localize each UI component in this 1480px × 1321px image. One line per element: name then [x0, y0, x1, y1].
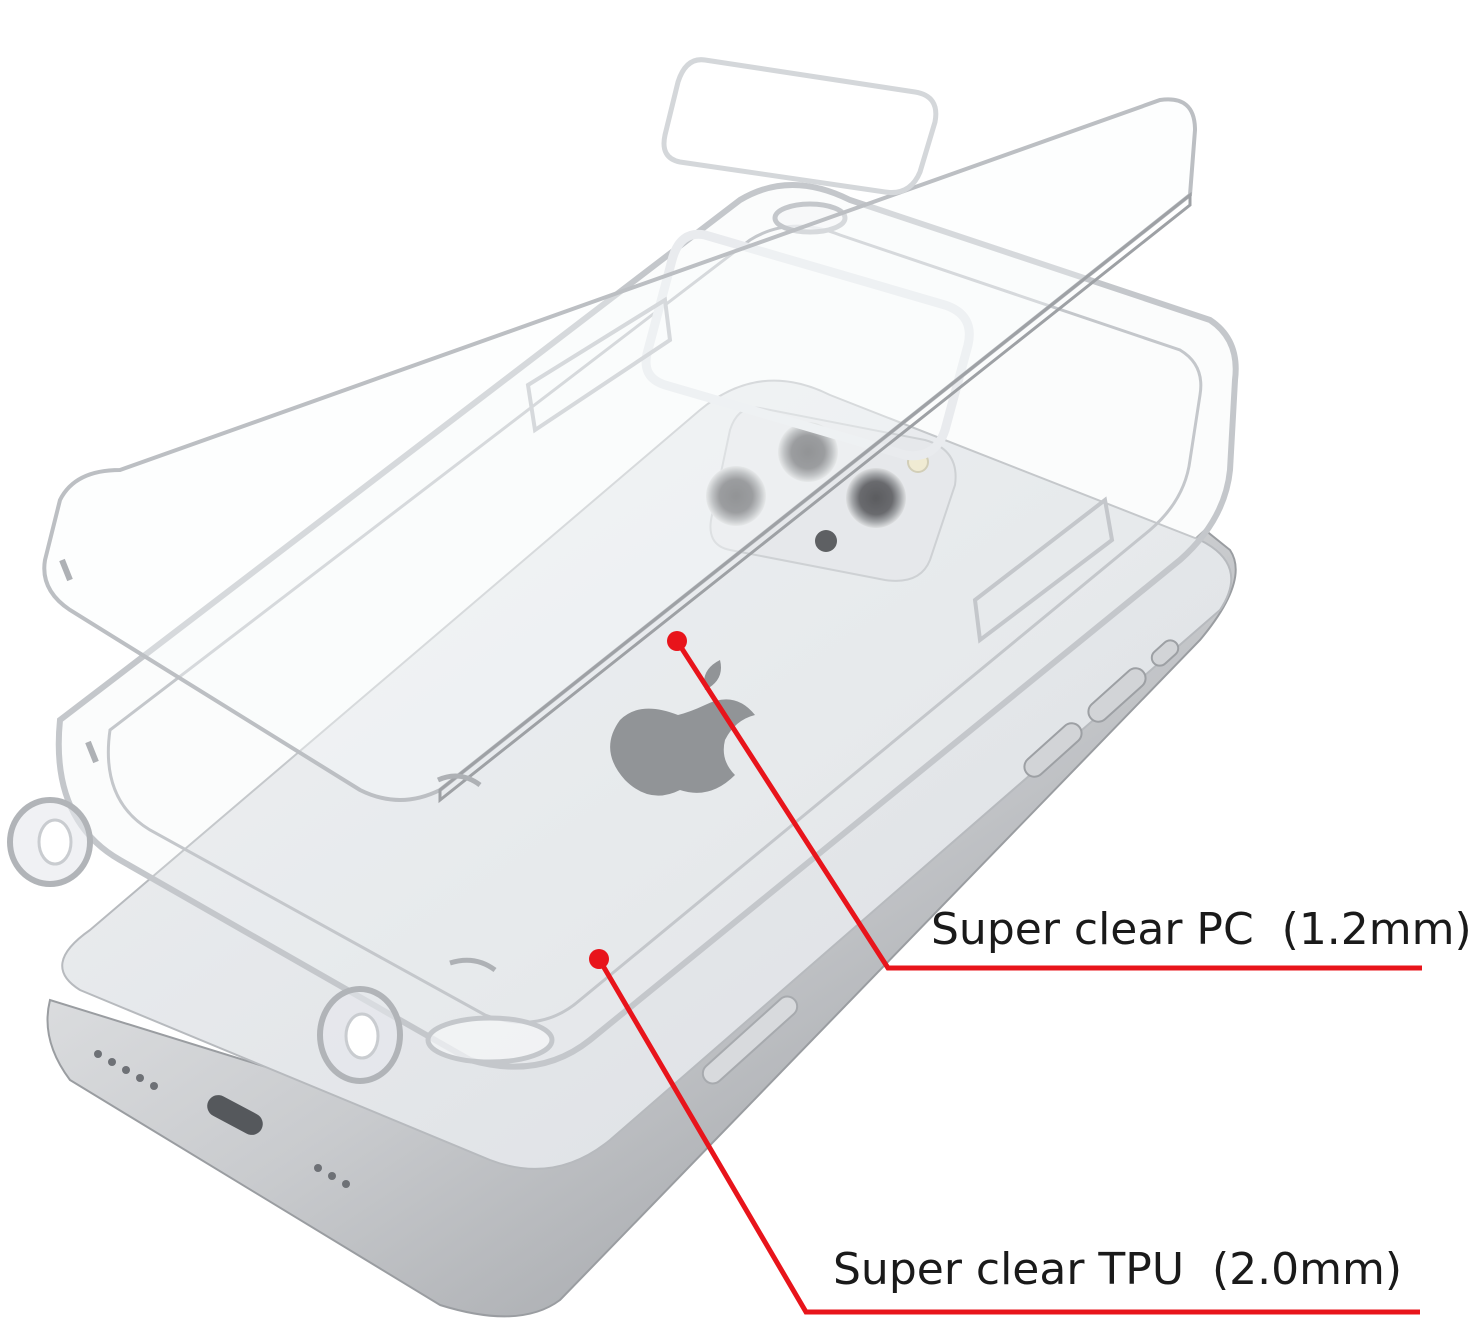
camera-lens	[778, 422, 838, 482]
side-button	[1023, 722, 1083, 778]
pc-corner-slot	[449, 957, 497, 973]
lanyard-loop	[317, 986, 403, 1084]
tpu-port-opening	[425, 1015, 555, 1065]
charging-port	[207, 1095, 263, 1135]
pc-back-plate	[42, 57, 1198, 973]
pc-corner-slot	[85, 740, 99, 764]
side-button	[1087, 667, 1147, 723]
side-button	[701, 995, 799, 1085]
tpu-port-opening	[772, 201, 848, 235]
pc-camera-cutout	[661, 57, 939, 196]
apple-logo	[610, 660, 755, 796]
pc-corner-slot	[436, 773, 482, 788]
camera-mic	[815, 530, 837, 552]
callout-leader-line	[674, 639, 1422, 971]
callout-label-pc: Super clear PC (1.2mm)	[931, 904, 1472, 955]
pc-plate-outline	[42, 97, 1198, 802]
phone	[46, 379, 1237, 1318]
camera-lens	[846, 468, 906, 528]
tpu-button-cover	[972, 496, 1115, 644]
tpu-button-cover	[525, 296, 673, 434]
callout-pc	[667, 631, 1422, 971]
callout-leader-line	[596, 957, 1420, 1315]
pc-plate-edge	[438, 191, 1192, 804]
pc-corner-slot	[59, 558, 73, 582]
speaker-grille	[94, 1050, 350, 1188]
camera-lens	[706, 466, 766, 526]
lanyard-loop	[7, 797, 93, 887]
tpu-camera-cutout	[641, 229, 974, 461]
side-button	[1150, 639, 1180, 667]
callout-tpu	[589, 949, 1420, 1315]
callout-label-tpu: Super clear TPU (2.0mm)	[833, 1244, 1403, 1295]
